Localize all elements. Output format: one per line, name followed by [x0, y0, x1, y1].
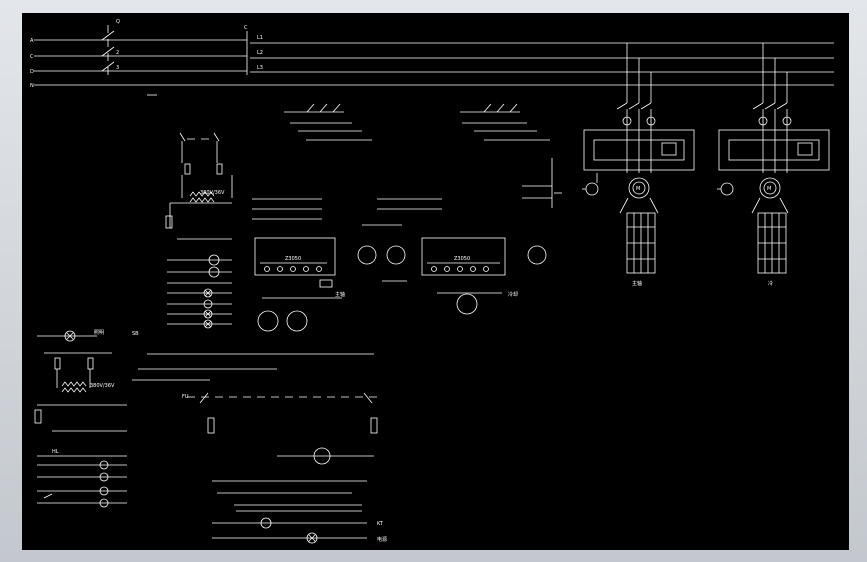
control-transformer — [165, 132, 233, 240]
label-fu: FU — [182, 394, 189, 400]
trans-label-2: 380V/36V — [90, 383, 115, 389]
switch-group-2 — [460, 103, 550, 141]
bus-label-l2: L2 — [257, 50, 263, 56]
lamp-column — [167, 254, 232, 329]
label-hl: HL — [52, 449, 59, 455]
transformer-2 — [34, 352, 127, 508]
bus-label-l1: L1 — [257, 35, 263, 41]
cad-canvas[interactable]: A C D N Q 2 3 C L1 L2 L3 — [22, 13, 849, 550]
board-label-2: Z3050 — [454, 256, 470, 262]
bus-label-d: D — [30, 69, 34, 75]
label-kt: KT — [377, 521, 384, 527]
label-sb: SB — [132, 331, 139, 337]
bus-label-l3: L3 — [257, 65, 263, 71]
switch-group-1 — [284, 103, 372, 141]
meters-middle — [257, 245, 547, 332]
trans-label-1: 380V/36V — [200, 190, 225, 196]
motor-label-1: M — [636, 186, 640, 192]
board-label-1: Z3050 — [285, 256, 301, 262]
electrical-schematic: A C D N Q 2 3 C L1 L2 L3 — [30, 19, 834, 544]
bus-label-c: C — [30, 54, 34, 60]
switch-label-3: 3 — [116, 65, 119, 71]
motor-name-2: 冷 — [768, 280, 773, 287]
terminal-block-2 — [362, 198, 506, 276]
relay-contacts-right — [522, 158, 562, 208]
control-rails — [132, 353, 382, 465]
main-bus — [34, 25, 834, 96]
label-power: 电源 — [377, 536, 387, 543]
motor-name-1: 主轴 — [632, 280, 642, 287]
lamp-label: 照明 — [94, 330, 104, 336]
motor-label-2: M — [767, 186, 771, 192]
label-cool: 冷却 — [508, 291, 518, 298]
motor-branch-2 — [717, 43, 830, 274]
label-spindle: 主轴 — [335, 291, 345, 298]
lamp-circuit — [37, 330, 97, 342]
motor-branch-1 — [582, 43, 695, 274]
bus-mark-right: C — [244, 25, 248, 31]
bottom-contacts — [212, 480, 367, 544]
bus-label-n: N — [30, 83, 34, 89]
terminal-block-1 — [252, 198, 336, 276]
switch-label: Q — [116, 19, 120, 25]
switch-label-2: 2 — [116, 50, 119, 56]
bus-label-a: A — [30, 38, 34, 44]
